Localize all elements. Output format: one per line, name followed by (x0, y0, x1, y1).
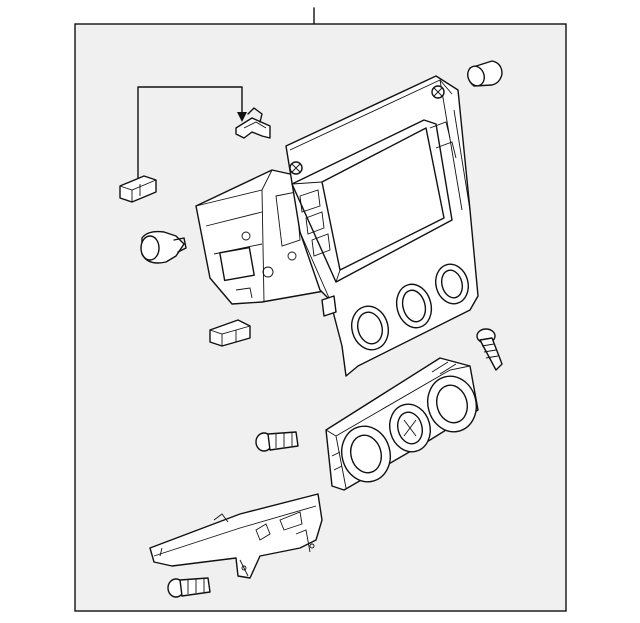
clip-left-upper-icon (119, 175, 157, 203)
pointer-arrow (137, 86, 247, 179)
climate-control-unit (325, 357, 479, 491)
screw-right-icon (476, 328, 503, 371)
bracket-clip-icon (235, 107, 271, 139)
center-bezel-panel (195, 75, 479, 377)
lower-bracket (149, 493, 323, 579)
clip-left-lower-icon (209, 319, 251, 347)
bulb-socket-icon (140, 230, 187, 264)
cap-knob-icon (467, 60, 503, 87)
diagram-frame (74, 23, 567, 612)
screw-middle-icon (255, 431, 299, 452)
screw-bottom-icon (167, 577, 211, 598)
